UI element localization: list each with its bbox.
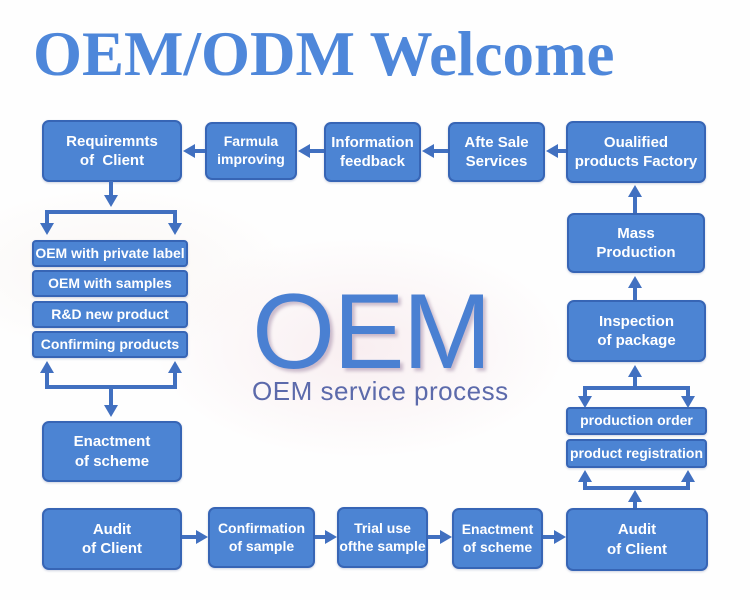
arrow-confirmation-to-trial-icon (325, 530, 337, 544)
connector-stack-left-stem (45, 371, 49, 387)
page-title: OEM/ODM Welcome (33, 19, 615, 89)
node-product-registration: product registration (566, 439, 707, 468)
arrow-feedback-to-formula-icon (298, 144, 310, 158)
arrow-req-right-down-icon (168, 223, 182, 235)
node-trial-use-of-sample: Trial use ofthe sample (337, 507, 428, 568)
arrow-aftersale-to-feedback-line (432, 149, 448, 153)
node-rd-new-product: R&D new product (32, 301, 188, 328)
arrow-feedback-to-formula-line (308, 149, 324, 153)
arrow-inspection-to-mass-line (633, 287, 637, 300)
arrow-audit-up-icon (628, 490, 642, 502)
connector-order-left-stem (583, 388, 587, 398)
connector-registration-bracket (583, 486, 690, 490)
arrow-registration-right-up-icon (681, 470, 695, 482)
node-confirming-products: Confirming products (32, 331, 188, 358)
node-enactment-of-scheme-bottom: Enactment of scheme (452, 508, 543, 569)
arrow-trial-to-enactment-line (428, 535, 441, 539)
arrow-req-down-icon (104, 195, 118, 207)
node-production-order: production order (566, 407, 707, 435)
node-audit-of-client-right: Audit of Client (566, 508, 708, 571)
node-enactment-of-scheme-left: Enactment of scheme (42, 421, 182, 482)
node-formula-improving: Farmula improving (205, 122, 297, 180)
connector-order-right-stem (686, 388, 690, 398)
connector-enactment-stem (109, 387, 113, 406)
arrow-inspection-to-mass-icon (628, 276, 642, 288)
connector-order-bracket (583, 386, 690, 390)
arrow-mass-to-factory-icon (628, 185, 642, 197)
arrow-order-left-down-icon (578, 396, 592, 408)
node-after-sale-services: Afte Sale Services (448, 122, 545, 182)
node-audit-of-client-left: Audit of Client (42, 508, 182, 570)
arrow-to-enactment-down-icon (104, 405, 118, 417)
node-confirmation-of-sample: Confirmation of sample (208, 507, 315, 568)
connector-registration-left-stem (583, 480, 587, 490)
arrow-registration-left-up-icon (578, 470, 592, 482)
connector-req-bracket (45, 210, 177, 214)
arrow-audit-to-confirmation-line (182, 535, 197, 539)
node-oem-private-label: OEM with private label (32, 240, 188, 267)
arrow-order-right-down-icon (681, 396, 695, 408)
connector-req-stem (109, 181, 113, 196)
arrow-enactment-to-audit-icon (554, 530, 566, 544)
arrow-stack-left-up-icon (40, 361, 54, 373)
connector-registration-right-stem (686, 480, 690, 490)
arrow-mass-to-factory-line (633, 196, 637, 213)
arrow-factory-to-aftersale-line (556, 149, 566, 153)
arrow-trial-to-enactment-icon (440, 530, 452, 544)
node-qualified-products-factory: Oualified products Factory (566, 121, 706, 183)
arrow-audit-to-confirmation-icon (196, 530, 208, 544)
connector-audit-stem (633, 500, 637, 508)
arrow-aftersale-to-feedback-icon (422, 144, 434, 158)
connector-req-left-stem (45, 210, 49, 224)
node-mass-production: Mass Production (567, 213, 705, 273)
node-oem-with-samples: OEM with samples (32, 270, 188, 297)
arrow-confirmation-to-trial-line (315, 535, 326, 539)
arrow-formula-to-requirements-line (193, 149, 205, 153)
arrow-formula-to-requirements-icon (183, 144, 195, 158)
center-subtitle: OEM service process (252, 376, 509, 406)
node-information-feedback: Information feedback (324, 122, 421, 182)
arrow-stack-right-up-icon (168, 361, 182, 373)
center-oem-logo: OEM (252, 271, 492, 391)
node-requirements-of-client: Requiremnts of Client (42, 120, 182, 182)
arrow-req-left-down-icon (40, 223, 54, 235)
arrow-order-to-inspection-icon (628, 365, 642, 377)
arrow-enactment-to-audit-line (543, 535, 555, 539)
connector-order-center-stem (633, 375, 637, 388)
connector-req-right-stem (173, 210, 177, 224)
arrow-factory-to-aftersale-icon (546, 144, 558, 158)
node-inspection-of-package: Inspection of package (567, 300, 706, 362)
connector-stack-right-stem (173, 371, 177, 387)
